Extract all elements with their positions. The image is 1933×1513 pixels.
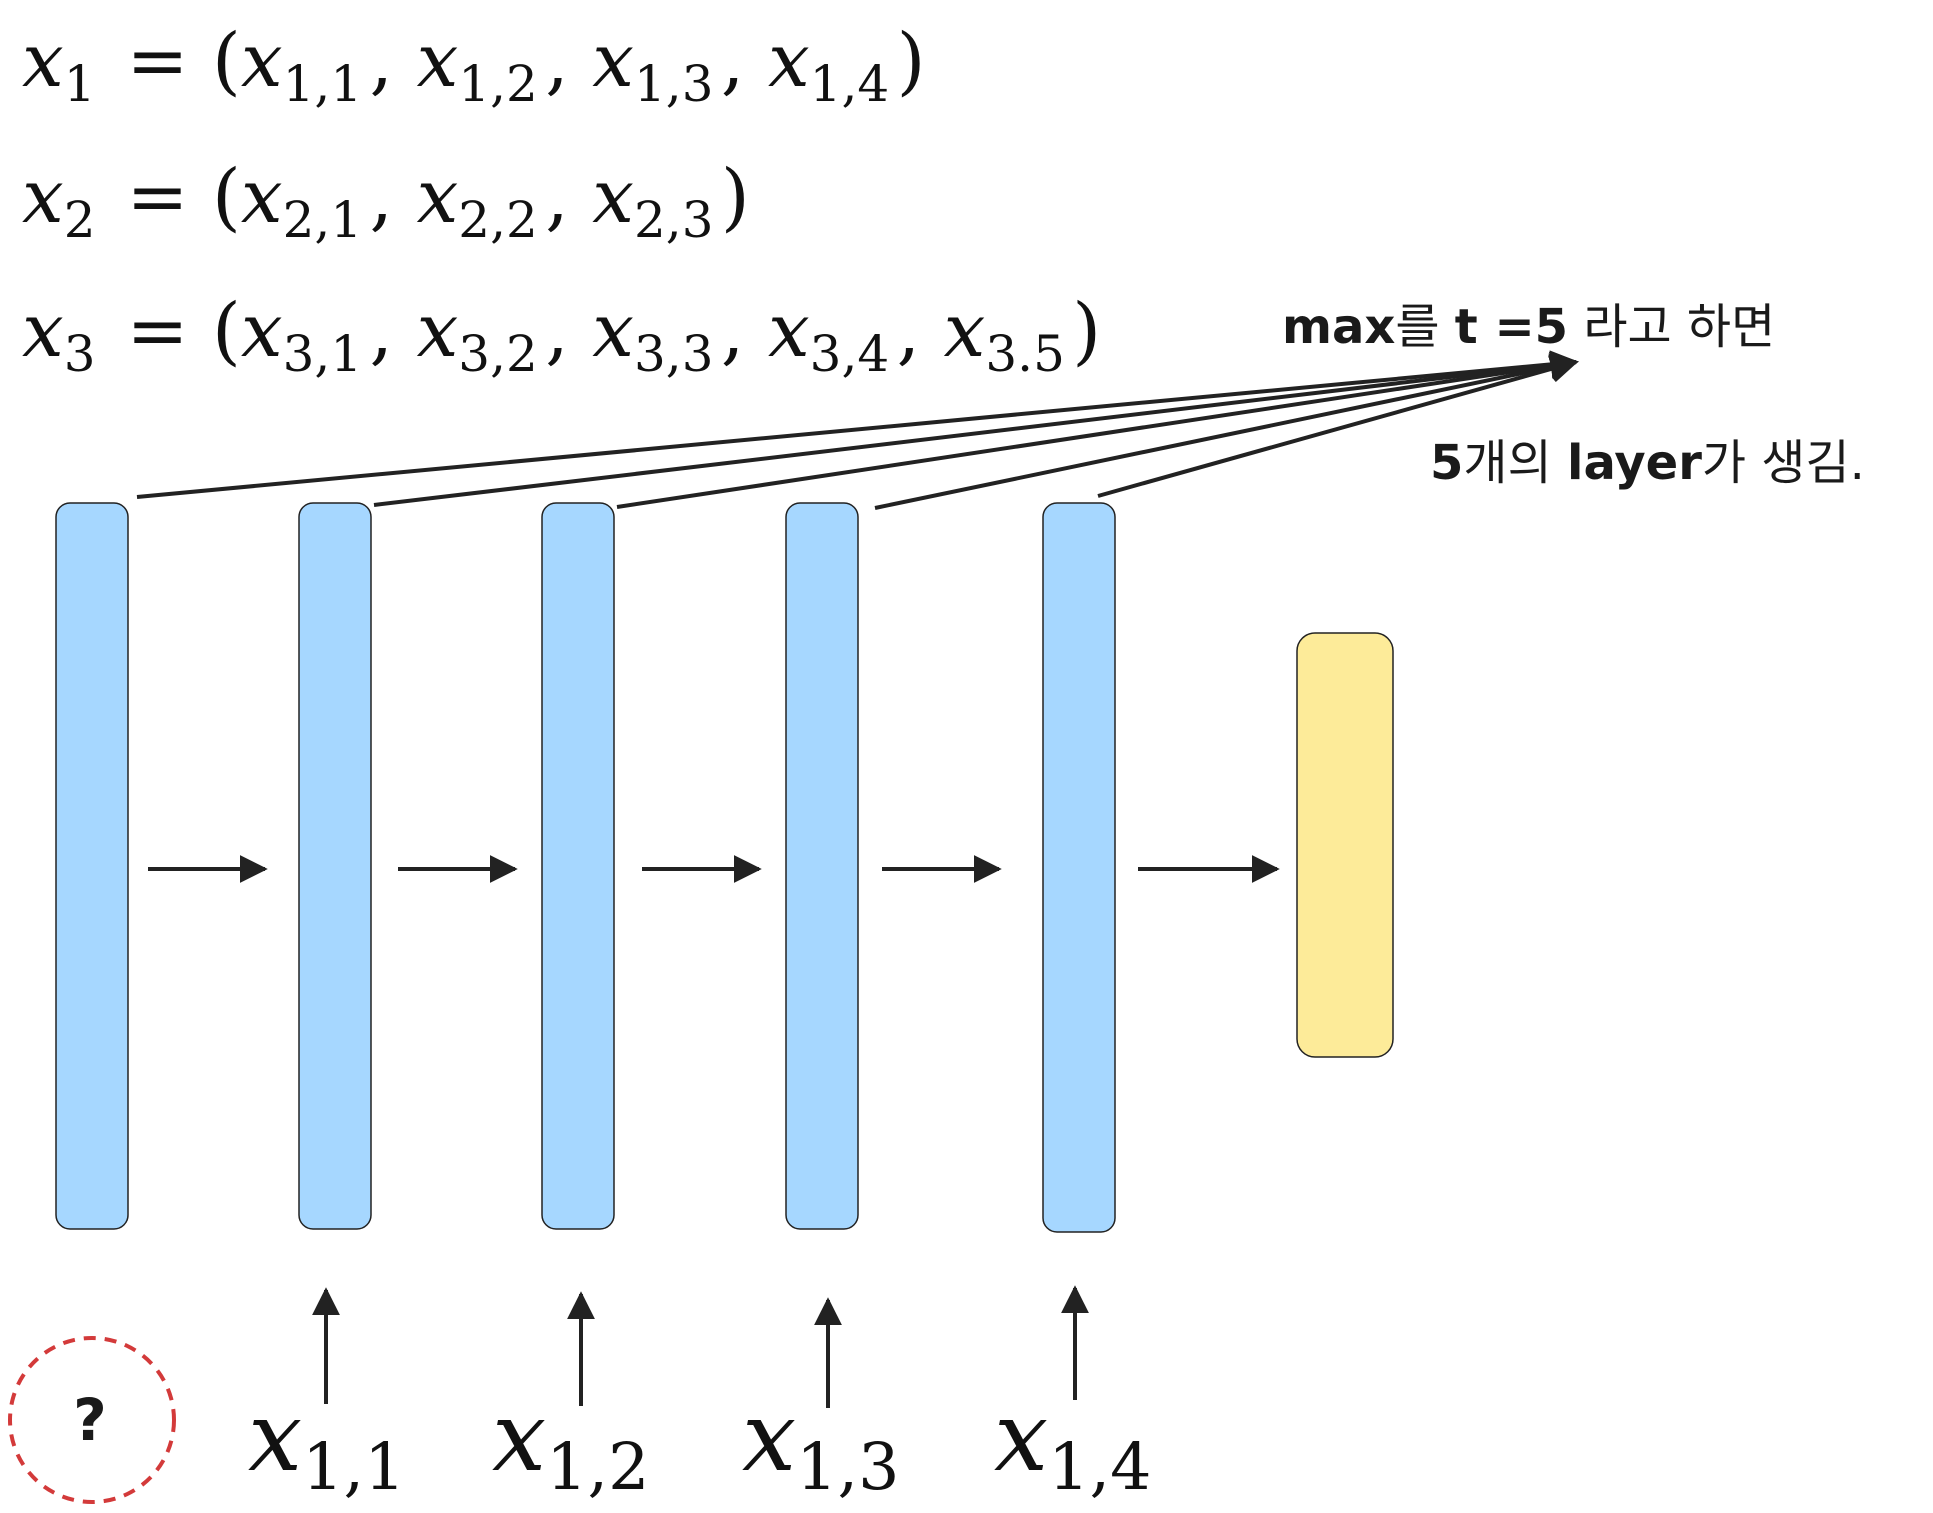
comma: , bbox=[370, 288, 417, 374]
annotation-segment: 가 생김. bbox=[1702, 435, 1865, 491]
layer-3 bbox=[541, 502, 615, 1230]
annotation-segment: max bbox=[1282, 299, 1395, 355]
layer-2 bbox=[298, 502, 372, 1230]
equals-sign: = bbox=[126, 288, 188, 374]
layer-4 bbox=[785, 502, 859, 1230]
math-subscript: 3,2 bbox=[458, 325, 538, 383]
annotation: max를 t =5 라고 하면 5개의 layer가 생김. bbox=[1282, 299, 1865, 491]
annotation-segment: 개의 bbox=[1463, 435, 1567, 491]
math-subscript: 3,1 bbox=[283, 325, 363, 383]
annotation-segment: layer bbox=[1567, 435, 1702, 491]
math-variable: x bbox=[768, 18, 810, 104]
open-paren: ( bbox=[212, 18, 241, 104]
math-variable: x bbox=[592, 18, 634, 104]
comma: , bbox=[370, 18, 417, 104]
math-variable: x bbox=[22, 18, 64, 104]
open-paren: ( bbox=[212, 154, 241, 240]
math-subscript: 3.5 bbox=[985, 325, 1065, 383]
math-subscript: 2,1 bbox=[283, 191, 363, 249]
input-labels: x1,1 x1,2 x1,3 x1,4 bbox=[248, 1381, 1161, 1505]
math-variable: x bbox=[592, 288, 634, 374]
math-variable: x bbox=[241, 288, 283, 374]
math-variable: x bbox=[742, 1381, 796, 1493]
close-paren: ) bbox=[721, 154, 750, 240]
equation-block: x1 = (x1,1 , x1,2 , x1,3 , x1,4 ) x2 = (… bbox=[22, 18, 1101, 383]
input-label-x11: x1,1 bbox=[248, 1381, 415, 1505]
close-paren: ) bbox=[897, 18, 926, 104]
annotation-line-max-t: max를 t =5 라고 하면 bbox=[1282, 299, 1775, 355]
input-label-x12: x1,2 bbox=[492, 1381, 659, 1505]
converging-line-4 bbox=[874, 353, 1579, 510]
comma: , bbox=[545, 288, 592, 374]
math-variable: x bbox=[417, 18, 459, 104]
equation-x2: x2 = (x2,1 , x2,2 , x2,3 ) bbox=[22, 154, 750, 249]
comma: , bbox=[897, 288, 944, 374]
placeholder-ring bbox=[8, 1336, 176, 1504]
math-variable: x bbox=[248, 1381, 302, 1493]
layer-stack bbox=[55, 502, 1116, 1233]
output-layer bbox=[1296, 632, 1394, 1058]
unknown-initial-state: ? bbox=[8, 1336, 176, 1504]
math-subscript: 2,3 bbox=[634, 191, 714, 249]
math-subscript: 3,3 bbox=[634, 325, 714, 383]
converging-lines bbox=[136, 350, 1579, 510]
converging-line-3 bbox=[616, 351, 1579, 509]
equation-x1: x1 = (x1,1 , x1,2 , x1,3 , x1,4 ) bbox=[22, 18, 925, 113]
math-variable: x bbox=[241, 18, 283, 104]
open-paren: ( bbox=[212, 288, 241, 374]
annotation-segment: 5 bbox=[1430, 435, 1463, 491]
comma: , bbox=[545, 18, 592, 104]
converging-line-2 bbox=[373, 351, 1579, 507]
math-variable: x bbox=[241, 154, 283, 240]
close-paren: ) bbox=[1072, 288, 1101, 374]
layer-1 bbox=[55, 502, 129, 1230]
math-subscript: 1,4 bbox=[810, 55, 890, 113]
equals-sign: = bbox=[126, 18, 188, 104]
comma: , bbox=[721, 288, 768, 374]
math-variable: x bbox=[417, 154, 459, 240]
math-variable: x bbox=[492, 1381, 546, 1493]
math-subscript: 1,2 bbox=[546, 1430, 649, 1505]
math-subscript: 3 bbox=[64, 325, 96, 383]
math-subscript: 1,4 bbox=[1048, 1430, 1151, 1505]
annotation-segment: 라고 하면 bbox=[1568, 299, 1775, 355]
math-variable: x bbox=[417, 288, 459, 374]
math-subscript: 2,2 bbox=[458, 191, 538, 249]
annotation-segment: 를 bbox=[1395, 299, 1454, 355]
math-variable: x bbox=[592, 154, 634, 240]
math-subscript: 1,1 bbox=[283, 55, 363, 113]
math-subscript: 1,2 bbox=[458, 55, 538, 113]
math-variable: x bbox=[994, 1381, 1048, 1493]
math-variable: x bbox=[944, 288, 986, 374]
input-label-x14: x1,4 bbox=[994, 1381, 1161, 1505]
math-subscript: 2 bbox=[64, 191, 96, 249]
math-subscript: 1 bbox=[64, 55, 96, 113]
converging-line-1 bbox=[136, 350, 1579, 499]
math-variable: x bbox=[22, 154, 64, 240]
converging-line-5 bbox=[1097, 355, 1579, 498]
input-label-x13: x1,3 bbox=[742, 1381, 909, 1505]
math-variable: x bbox=[22, 288, 64, 374]
equals-sign: = bbox=[126, 154, 188, 240]
layer-5 bbox=[1042, 502, 1116, 1233]
math-variable: x bbox=[768, 288, 810, 374]
question-mark-icon: ? bbox=[73, 1386, 107, 1454]
math-subscript: 1,1 bbox=[302, 1430, 405, 1505]
math-subscript: 3,4 bbox=[810, 325, 890, 383]
comma: , bbox=[370, 154, 417, 240]
input-arrows bbox=[312, 1285, 1089, 1408]
annotation-segment: t =5 bbox=[1455, 299, 1568, 355]
comma: , bbox=[545, 154, 592, 240]
math-subscript: 1,3 bbox=[634, 55, 714, 113]
comma: , bbox=[721, 18, 768, 104]
equation-x3: x3 = (x3,1 , x3,2 , x3,3 , x3,4 , x3.5 ) bbox=[22, 288, 1101, 383]
math-subscript: 1,3 bbox=[796, 1430, 899, 1505]
annotation-line-layers: 5개의 layer가 생김. bbox=[1430, 435, 1865, 491]
